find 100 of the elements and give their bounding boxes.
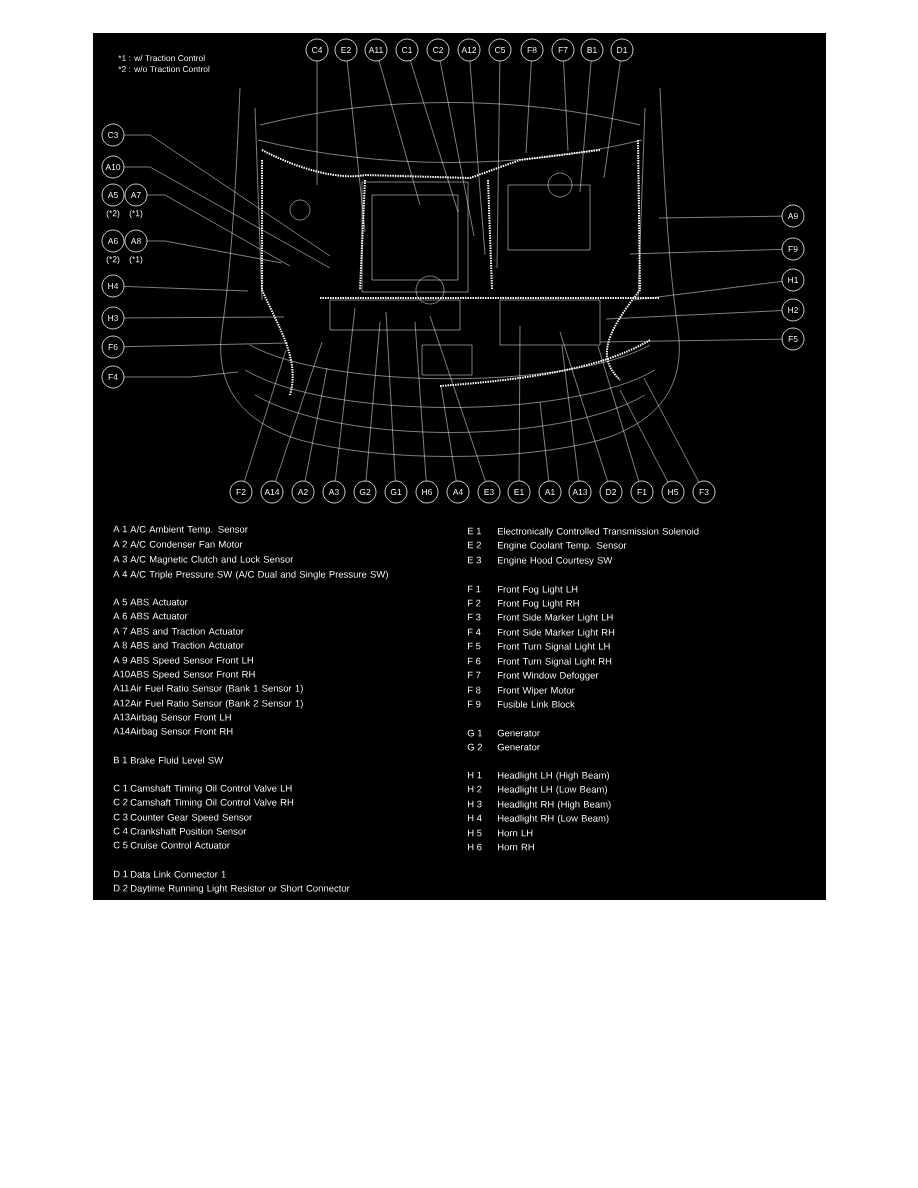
leader-line bbox=[496, 60, 501, 269]
component-code: F 9 bbox=[468, 700, 481, 708]
component-code: E 1 bbox=[468, 527, 481, 535]
component-name: Camshaft Timing Oil Control Valve RH bbox=[130, 798, 294, 808]
component-code: A 7 bbox=[113, 627, 127, 635]
component-name: Data Link Connector 1 bbox=[131, 870, 226, 878]
component-code: G 2 bbox=[467, 743, 483, 751]
component-name: ABS and Traction Actuator bbox=[130, 627, 244, 635]
callout-note: (*1) bbox=[129, 256, 143, 264]
component-code: H 5 bbox=[468, 829, 482, 837]
component-name: ABS Speed Sensor Front LH bbox=[130, 656, 253, 666]
component-name: A/C Magnetic Clutch and Lock Sensor bbox=[130, 555, 294, 565]
leader-line bbox=[346, 60, 366, 233]
leader-line bbox=[410, 60, 459, 213]
leader-line bbox=[559, 331, 608, 482]
component-name: Front Fog Light LH bbox=[498, 585, 578, 595]
component-code: D 1 bbox=[114, 870, 128, 878]
component-code: E 3 bbox=[468, 556, 482, 564]
leader-line bbox=[123, 371, 239, 378]
component-code: H 1 bbox=[468, 771, 482, 779]
component-name: ABS Actuator bbox=[130, 598, 188, 606]
component-code: C 3 bbox=[113, 813, 128, 821]
leader-line bbox=[335, 307, 356, 482]
leader-line bbox=[365, 321, 381, 482]
leader-line bbox=[518, 325, 521, 482]
leader-line bbox=[123, 166, 331, 269]
leader-line bbox=[563, 60, 569, 152]
component-name: Crankshaft Position Sensor bbox=[130, 827, 247, 835]
leader-line bbox=[597, 345, 640, 482]
leader-line bbox=[146, 240, 283, 264]
component-code: A13 bbox=[113, 713, 130, 721]
component-code: A 2 bbox=[113, 540, 127, 548]
component-name: Front Wiper Motor bbox=[498, 686, 575, 696]
leader-line bbox=[629, 249, 783, 255]
component-name: A/C Ambient Temp. Sensor bbox=[130, 525, 248, 535]
component-code: H 4 bbox=[468, 814, 482, 822]
leader-line bbox=[439, 60, 475, 237]
component-name: Brake Fluid Level SW bbox=[131, 756, 224, 764]
component-code: E 2 bbox=[468, 541, 481, 549]
component-name: Airbag Sensor Front RH bbox=[130, 727, 233, 737]
component-name: ABS Speed Sensor Front RH bbox=[130, 670, 255, 680]
leader-line bbox=[123, 316, 285, 319]
component-name: Front Window Defogger bbox=[498, 671, 599, 681]
component-name: Generator bbox=[497, 729, 540, 737]
component-name: Headlight RH (High Beam) bbox=[498, 800, 611, 810]
component-code: F 7 bbox=[468, 671, 481, 679]
component-code: C 5 bbox=[113, 841, 128, 849]
leader-line bbox=[525, 60, 532, 154]
component-name: Air Fuel Ratio Sensor (Bank 2 Sensor 1) bbox=[130, 699, 303, 709]
component-name: Front Fog Light RH bbox=[498, 599, 579, 609]
leader-line bbox=[378, 60, 421, 206]
component-name: Daytime Running Light Resistor or Short Connector bbox=[131, 884, 350, 894]
component-name: Electronically Controlled Transmission Solenoid bbox=[498, 527, 699, 537]
component-name: Generator bbox=[497, 743, 540, 751]
leader-line bbox=[561, 345, 579, 482]
footnote-text: *2 : w/o Traction Control bbox=[118, 65, 210, 73]
component-name: Engine Hood Courtesy SW bbox=[498, 556, 613, 566]
leader-line bbox=[385, 311, 396, 482]
component-name: ABS and Traction Actuator bbox=[130, 641, 244, 649]
leader-line bbox=[414, 321, 427, 482]
leader-line bbox=[123, 134, 331, 257]
component-name: A/C Condenser Fan Motor bbox=[130, 540, 243, 548]
component-code: A10 bbox=[113, 670, 130, 678]
component-name: Front Turn Signal Light LH bbox=[498, 642, 610, 652]
component-name: ABS Actuator bbox=[130, 612, 188, 620]
component-code: A12 bbox=[113, 699, 130, 707]
component-code: F 8 bbox=[468, 686, 481, 694]
component-name: Cruise Control Actuator bbox=[130, 841, 230, 849]
component-code: H 6 bbox=[468, 843, 482, 851]
leader-line bbox=[123, 342, 289, 347]
component-name: Horn LH bbox=[498, 829, 533, 837]
leader-line bbox=[633, 281, 783, 301]
component-name: Headlight RH (Low Beam) bbox=[498, 814, 609, 824]
component-code: A14 bbox=[113, 727, 130, 735]
leader-line bbox=[275, 341, 323, 482]
leader-line bbox=[440, 385, 457, 482]
component-code: A 3 bbox=[113, 555, 128, 563]
component-code: C 2 bbox=[113, 798, 128, 806]
leader-line bbox=[599, 338, 783, 343]
component-code: A 5 bbox=[113, 598, 128, 606]
component-code: C 4 bbox=[113, 827, 128, 835]
component-code: G 1 bbox=[467, 729, 483, 737]
component-name: Horn RH bbox=[498, 843, 534, 851]
component-name: Air Fuel Ratio Sensor (Bank 1 Sensor 1) bbox=[130, 684, 303, 694]
component-code: F 5 bbox=[468, 642, 481, 650]
component-code: A 8 bbox=[113, 641, 128, 649]
component-name: Front Side Marker Light RH bbox=[498, 628, 615, 638]
leader-line bbox=[316, 60, 318, 186]
leader-line bbox=[643, 377, 700, 483]
component-code: H 2 bbox=[468, 785, 482, 793]
component-name: Front Side Marker Light LH bbox=[498, 613, 613, 623]
component-name: A/C Triple Pressure SW (A/C Dual and Single Pressure SW) bbox=[130, 570, 388, 580]
leader-line bbox=[603, 60, 621, 179]
component-code: C 1 bbox=[113, 784, 128, 792]
component-name: Headlight LH (Low Beam) bbox=[498, 785, 607, 795]
component-name: Fusible Link Block bbox=[498, 700, 575, 708]
component-code: F 4 bbox=[468, 628, 481, 636]
component-name: Airbag Sensor Front LH bbox=[130, 713, 231, 723]
component-code: F 1 bbox=[468, 585, 481, 593]
component-code: A 1 bbox=[113, 525, 127, 533]
